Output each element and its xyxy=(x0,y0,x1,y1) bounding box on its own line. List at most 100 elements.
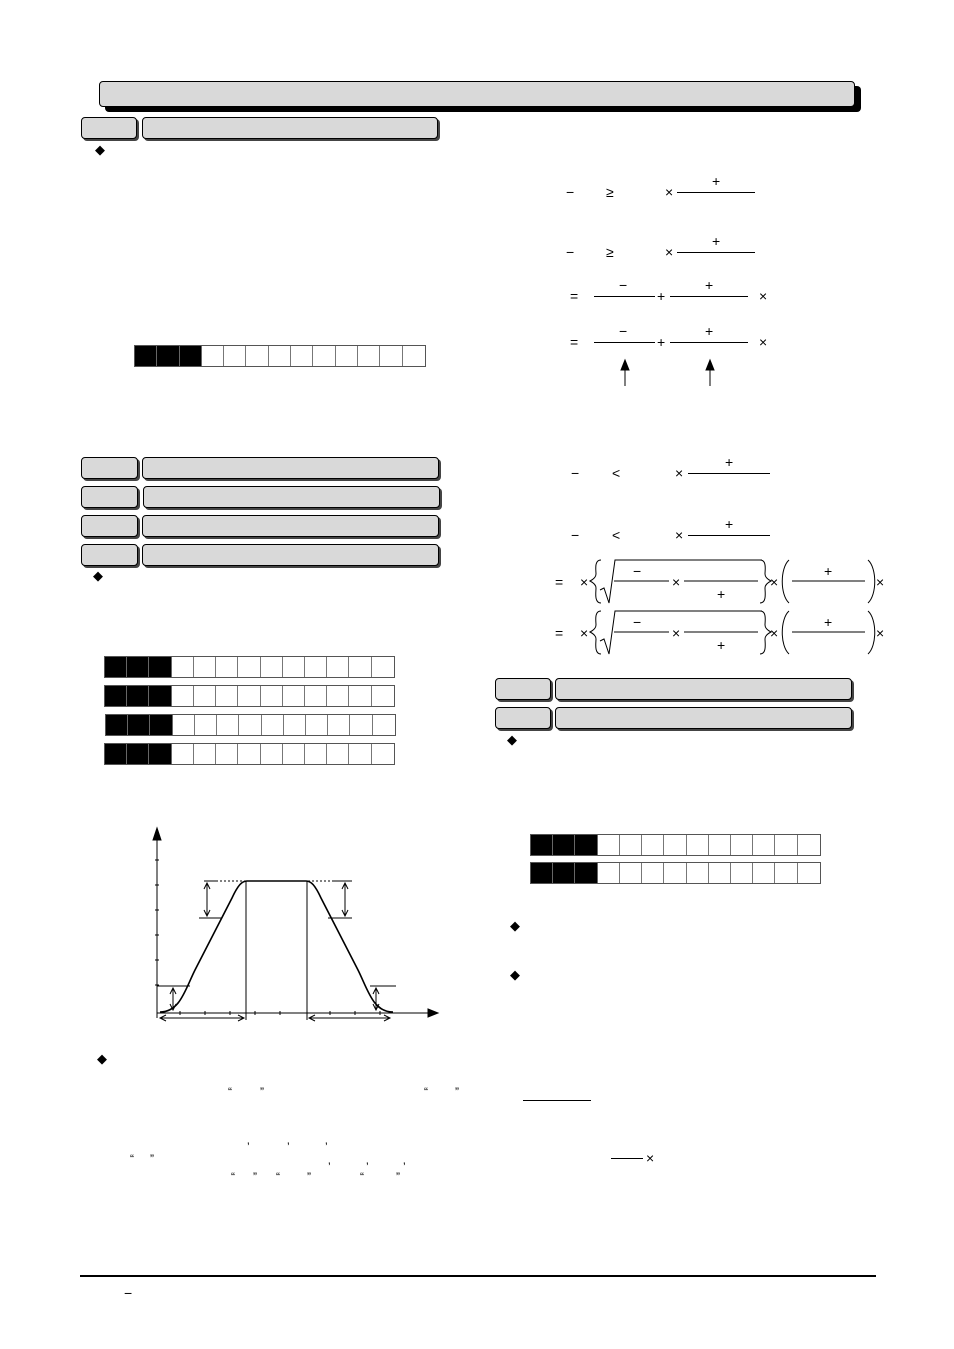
register-bit-clear xyxy=(284,715,306,735)
quote-mark: “ xyxy=(231,1170,235,1184)
fraction-bar xyxy=(677,252,755,253)
section-title-bar xyxy=(99,81,855,107)
register-bit-clear xyxy=(283,686,305,706)
register-bitmap xyxy=(104,685,395,707)
quote-mark: ’ xyxy=(366,1160,369,1174)
plus-sign: + xyxy=(657,288,666,304)
register-bit-clear xyxy=(306,715,329,735)
register-bit-clear xyxy=(349,744,372,764)
register-bit-clear xyxy=(775,835,798,855)
quote-mark: ” xyxy=(396,1170,400,1184)
fraction-bar xyxy=(688,473,770,474)
plus-sign: + xyxy=(725,516,734,532)
quote-mark: ” xyxy=(150,1152,154,1166)
times-sign: × xyxy=(876,625,885,641)
register-bit-clear xyxy=(687,835,709,855)
register-bit-clear xyxy=(246,346,269,366)
register-bit-set xyxy=(149,744,172,764)
page-number-dash: − xyxy=(124,1285,133,1301)
fraction-bar xyxy=(594,296,655,297)
times-sign: × xyxy=(770,574,779,590)
register-bit-clear xyxy=(216,686,239,706)
minus-sign: − xyxy=(633,614,642,630)
bullet-diamond-icon: ◆ xyxy=(95,142,105,157)
register-bit-clear xyxy=(328,715,351,735)
register-bit-set xyxy=(128,715,151,735)
quote-mark: “ xyxy=(424,1085,428,1099)
register-bit-clear xyxy=(349,686,372,706)
times-sign: × xyxy=(675,465,684,481)
register-bit-clear xyxy=(262,715,284,735)
register-bit-clear xyxy=(217,715,240,735)
register-bit-clear xyxy=(731,863,754,883)
x-axis-arrow-icon xyxy=(427,1008,440,1018)
register-bit-clear xyxy=(194,657,217,677)
times-sign: × xyxy=(580,574,589,590)
quote-mark: “ xyxy=(130,1152,134,1166)
times-sign: × xyxy=(665,184,674,200)
plus-sign: + xyxy=(705,277,714,293)
quote-mark: ” xyxy=(260,1085,264,1099)
register-bit-clear xyxy=(172,744,194,764)
register-bit-clear xyxy=(709,863,731,883)
plus-sign: + xyxy=(717,586,726,602)
times-sign: × xyxy=(665,244,674,260)
register-bit-clear xyxy=(620,835,643,855)
quote-mark: ’ xyxy=(403,1160,406,1174)
register-bit-clear xyxy=(753,863,776,883)
register-bit-set xyxy=(135,346,158,366)
plus-sign: + xyxy=(725,454,734,470)
bullet-diamond-icon: ◆ xyxy=(507,732,517,747)
register-bit-clear xyxy=(775,863,798,883)
param-code-box xyxy=(495,678,551,700)
register-bit-clear xyxy=(305,686,328,706)
fraction-bar xyxy=(670,342,748,343)
underline-rule xyxy=(523,1100,591,1101)
register-bit-clear xyxy=(224,346,247,366)
register-bit-clear xyxy=(731,835,754,855)
times-sign: × xyxy=(759,288,768,304)
plus-sign: + xyxy=(712,233,721,249)
minus-sign: − xyxy=(566,244,575,260)
param-name-box xyxy=(142,117,438,139)
param-code-box xyxy=(81,486,138,508)
register-bitmap xyxy=(104,656,395,678)
register-bit-clear xyxy=(261,686,283,706)
register-bitmap xyxy=(134,345,426,367)
register-bit-clear xyxy=(305,657,328,677)
register-bit-clear xyxy=(642,863,665,883)
quote-mark: ’ xyxy=(287,1140,290,1154)
register-bit-clear xyxy=(172,686,194,706)
register-bit-clear xyxy=(598,863,620,883)
up-arrow-icon xyxy=(705,358,715,371)
register-bit-clear xyxy=(261,744,283,764)
register-bit-set xyxy=(157,346,180,366)
times-sign: × xyxy=(672,574,681,590)
register-bit-clear xyxy=(195,715,218,735)
fraction-bar xyxy=(677,192,755,193)
equals-sign: = xyxy=(555,625,564,641)
fraction-bar xyxy=(688,535,770,536)
geq-sign: ≥ xyxy=(606,184,614,200)
register-bit-clear xyxy=(358,346,381,366)
register-bit-clear xyxy=(598,835,620,855)
register-bit-clear xyxy=(194,686,217,706)
bullet-diamond-icon: ◆ xyxy=(97,1051,107,1066)
bullet-diamond-icon: ◆ xyxy=(510,967,520,982)
register-bit-set xyxy=(531,835,554,855)
quote-mark: “ xyxy=(276,1170,280,1184)
plus-sign: + xyxy=(717,637,726,653)
register-bitmap xyxy=(530,834,821,856)
footer-rule xyxy=(80,1275,876,1277)
register-bit-set xyxy=(179,346,202,366)
register-bit-set xyxy=(149,686,172,706)
register-bit-clear xyxy=(283,744,305,764)
plus-sign: + xyxy=(824,614,833,630)
lt-sign: < xyxy=(612,527,621,543)
bullet-diamond-icon: ◆ xyxy=(93,568,103,583)
register-bit-set xyxy=(105,686,128,706)
register-bit-clear xyxy=(664,863,687,883)
register-bit-set xyxy=(127,744,150,764)
